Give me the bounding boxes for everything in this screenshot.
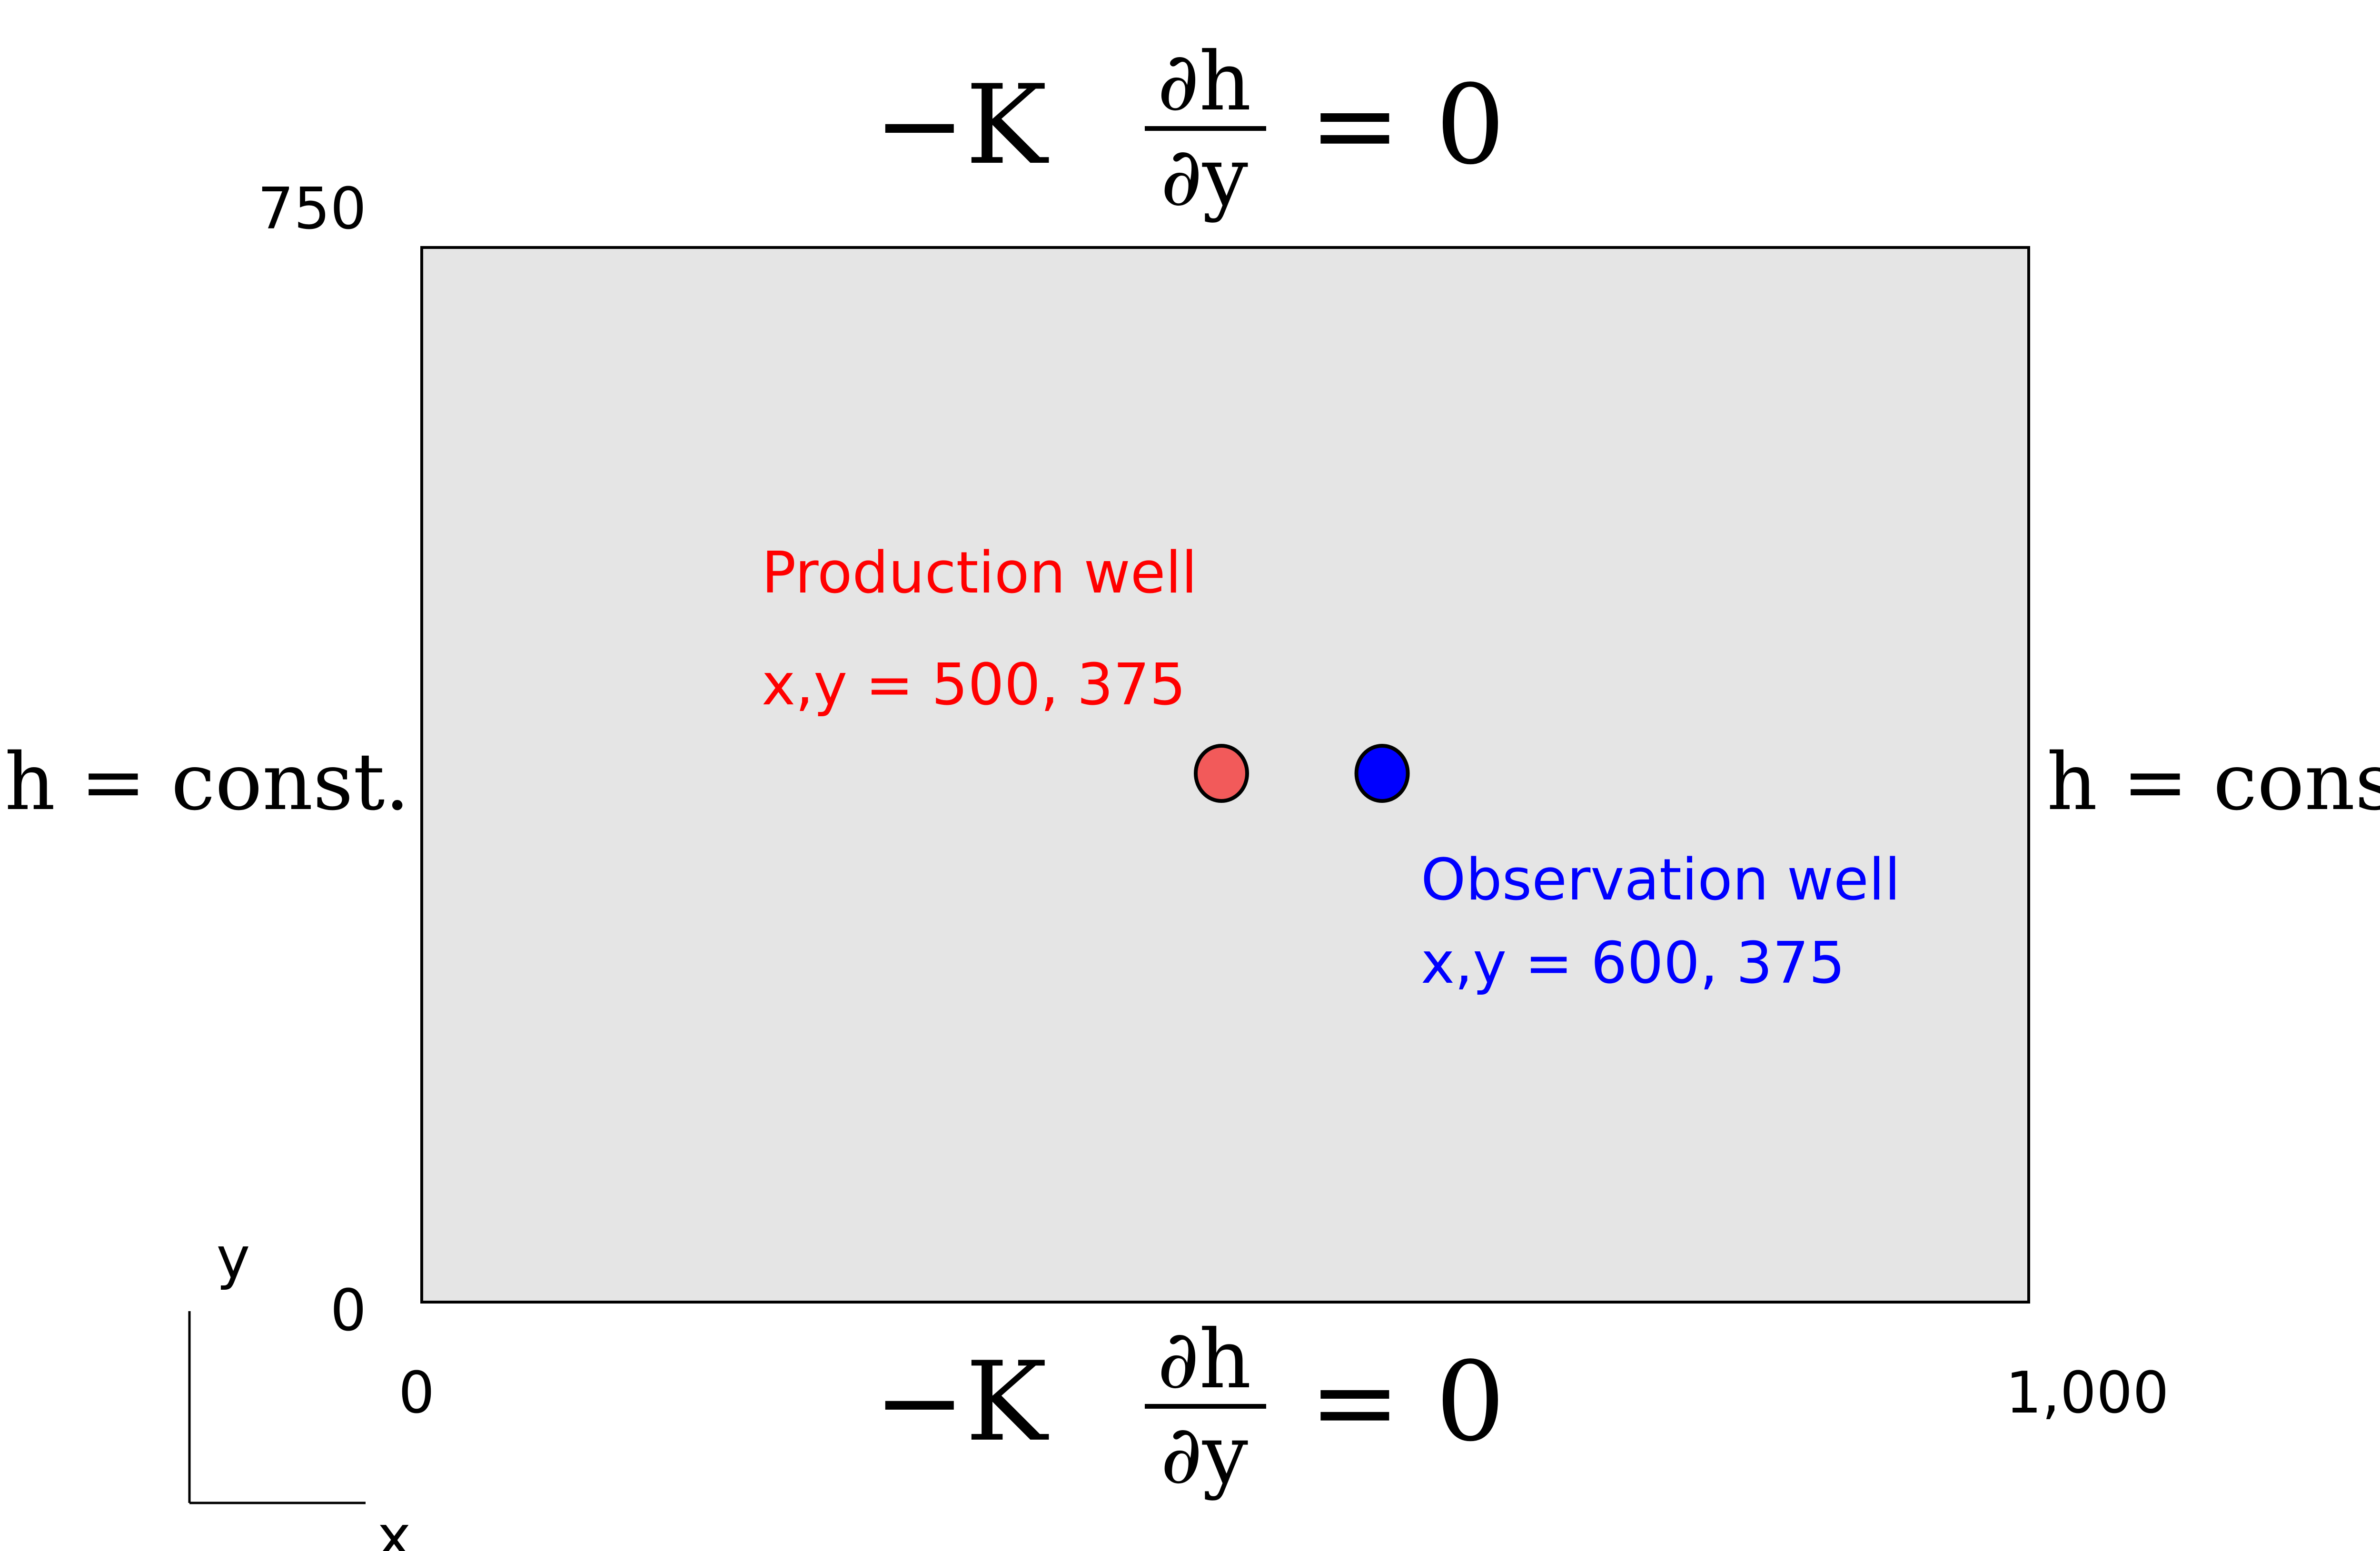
observation-well-marker: [1354, 744, 1410, 803]
x-axis-indicator-label: x: [377, 1504, 411, 1551]
observation-well-title: Observation well: [1421, 847, 1901, 913]
top-bc-suffix: = 0: [1309, 62, 1505, 189]
bottom-bc-prefix: −K: [873, 1339, 1049, 1466]
top-boundary-condition: −K ∂h ∂y = 0: [873, 35, 1505, 224]
bottom-boundary-condition: −K ∂h ∂y = 0: [873, 1313, 1505, 1502]
production-well-title: Production well: [762, 540, 1197, 606]
production-well-marker: [1194, 744, 1249, 803]
y-max-label: 750: [258, 176, 367, 242]
wells-layer: [1194, 744, 1410, 803]
bottom-bc-denominator: ∂y: [1160, 1408, 1248, 1502]
production-well-coords: x,y = 500, 375: [762, 652, 1186, 718]
right-boundary-condition: h = const.: [2047, 736, 2380, 828]
bottom-bc-suffix: = 0: [1309, 1339, 1505, 1466]
x-min-label: 0: [398, 1360, 435, 1426]
y-min-label: 0: [330, 1278, 367, 1344]
y-axis-indicator-label: y: [216, 1225, 250, 1292]
observation-well-coords: x,y = 600, 375: [1421, 930, 1845, 997]
top-bc-numerator: ∂h: [1157, 35, 1251, 129]
axes-indicator: y x: [188, 1225, 411, 1551]
top-bc-denominator: ∂y: [1160, 130, 1248, 224]
x-max-label: 1,000: [2005, 1360, 2169, 1426]
top-bc-prefix: −K: [873, 62, 1049, 189]
bottom-bc-numerator: ∂h: [1157, 1313, 1251, 1407]
left-boundary-condition: h = const.: [5, 736, 410, 828]
